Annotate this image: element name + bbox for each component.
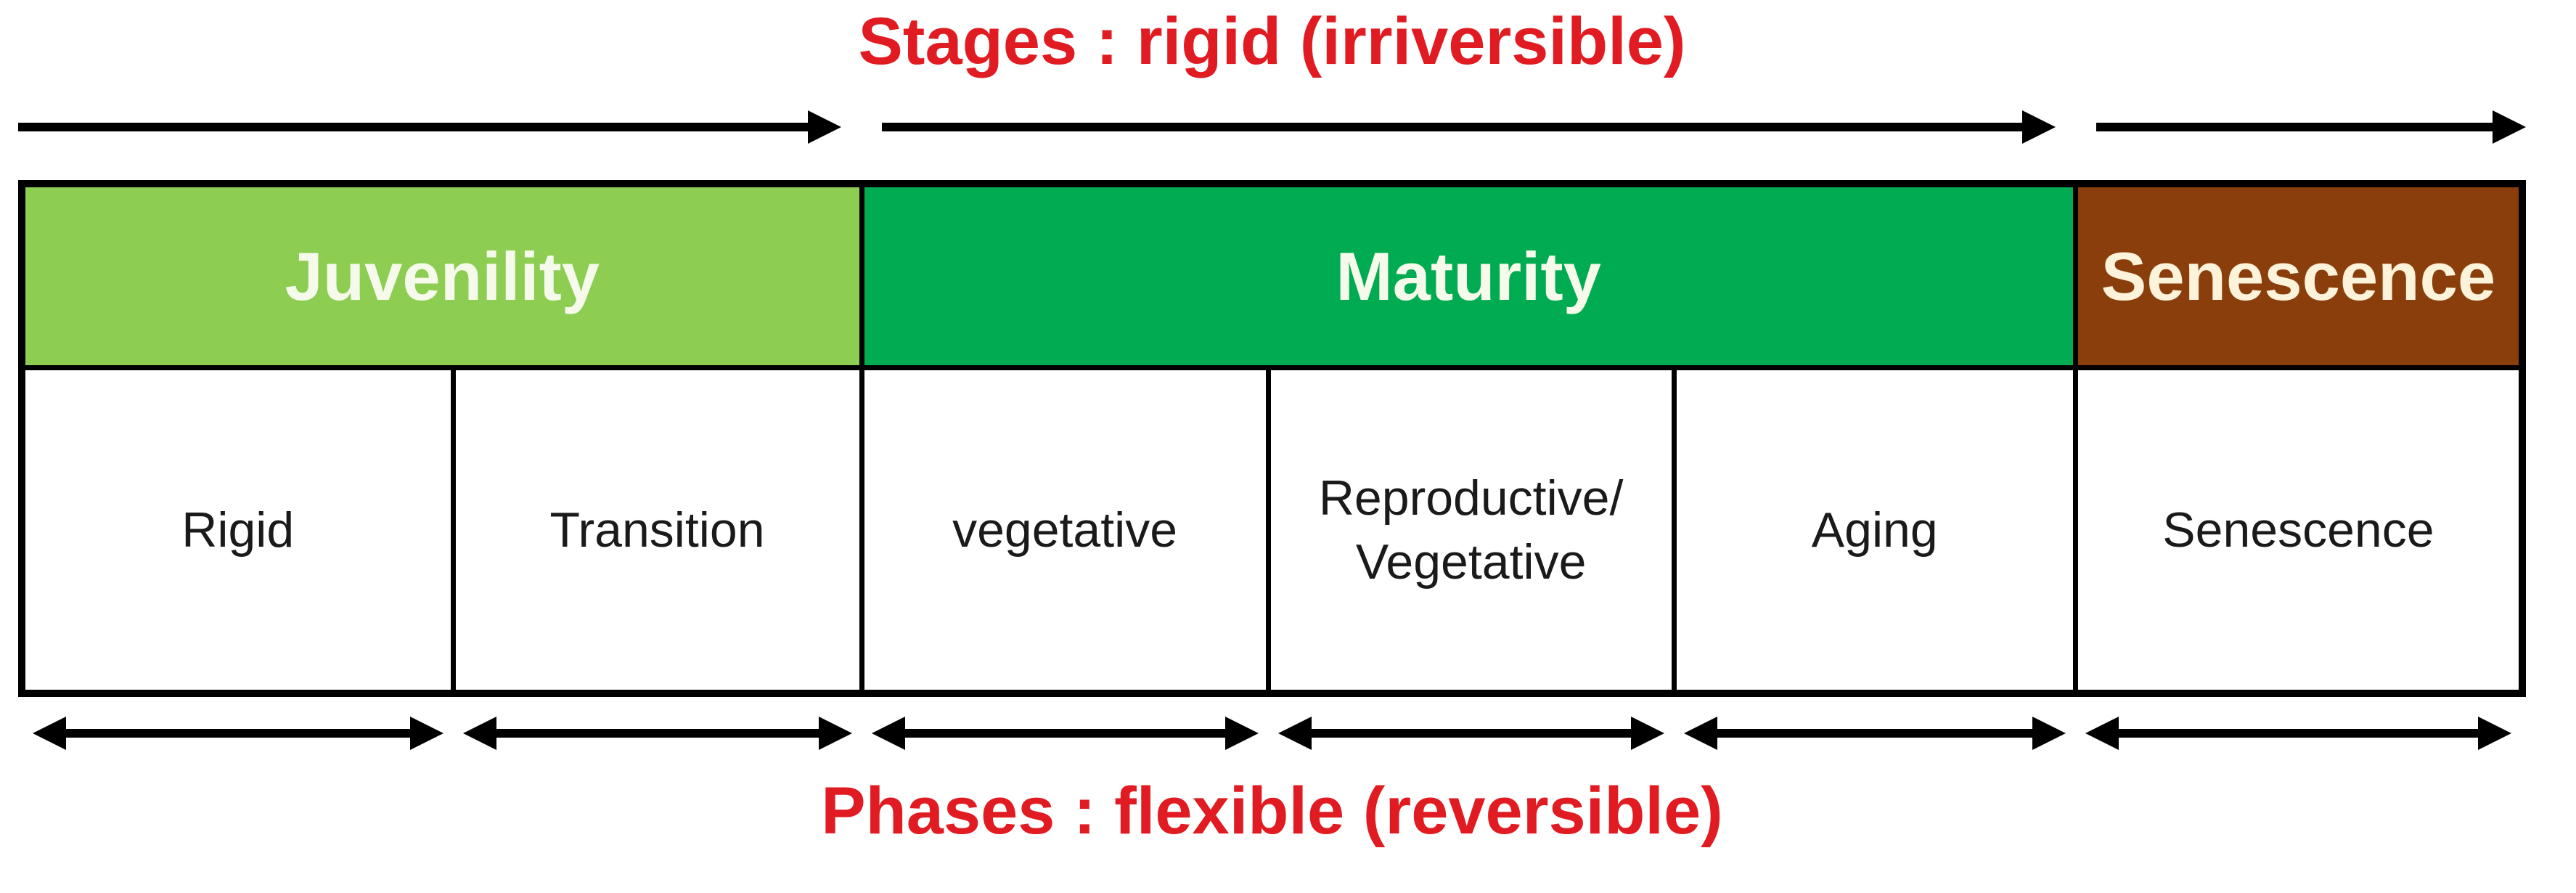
stage-header-maturity: Maturity	[864, 187, 2073, 365]
stage-arrows-row	[18, 109, 2526, 145]
stage-arrow-maturity	[881, 109, 2056, 145]
phase-cell-senescence: Senescence	[2077, 370, 2519, 690]
arrow-shaft	[1711, 729, 2038, 738]
phase-arrow-rigid	[33, 715, 443, 751]
arrow-shaft	[60, 729, 416, 738]
arrow-shaft	[18, 123, 814, 131]
phase-cell-transition: Transition	[455, 370, 859, 690]
phase-cell-reproductive-vegetative: Reproductive/ Vegetative	[1270, 370, 1672, 690]
arrow-shaft	[2112, 729, 2484, 738]
stages-title: Stages : rigid (irriversible)	[858, 4, 1686, 78]
arrow-shaft	[1305, 729, 1637, 738]
arrowhead-right-icon	[807, 110, 841, 144]
arrow-shaft	[490, 729, 825, 738]
phase-label-line1: Reproductive/	[1318, 470, 1624, 526]
life-cycle-table: Juvenility Maturity Senescence Rigid Tra…	[18, 180, 2526, 697]
arrowhead-right-icon	[2022, 110, 2056, 144]
arrowhead-right-icon	[1224, 717, 1259, 750]
stage-arrow-juvenility	[18, 109, 841, 145]
phase-label-line2: Vegetative	[1355, 534, 1587, 590]
phase-arrow-reproductive-vegetative	[1277, 715, 1664, 751]
phase-cell-rigid: Rigid	[25, 370, 451, 690]
phase-arrow-senescence	[2085, 715, 2511, 751]
arrow-shaft	[2096, 123, 2498, 131]
arrowhead-right-icon	[2493, 110, 2526, 144]
stage-header-senescence: Senescence	[2077, 187, 2519, 365]
arrowhead-right-icon	[409, 717, 443, 750]
arrowhead-right-icon	[1630, 717, 1664, 750]
phase-cell-aging: Aging	[1676, 370, 2073, 690]
arrowhead-right-icon	[818, 717, 852, 750]
stage-arrow-senescence	[2096, 109, 2526, 145]
arrow-shaft	[881, 123, 2029, 131]
arrow-shaft	[899, 729, 1231, 738]
arrowhead-right-icon	[2477, 717, 2511, 750]
stage-header-juvenility: Juvenility	[25, 187, 859, 365]
phase-arrow-aging	[1683, 715, 2066, 751]
phase-arrows-row	[18, 715, 2526, 751]
arrowhead-right-icon	[2032, 717, 2066, 750]
phases-title: Phases : flexible (reversible)	[821, 774, 1723, 848]
phase-cell-vegetative: vegetative	[864, 370, 1266, 690]
phase-arrow-vegetative	[871, 715, 1259, 751]
phase-arrow-transition	[462, 715, 852, 751]
